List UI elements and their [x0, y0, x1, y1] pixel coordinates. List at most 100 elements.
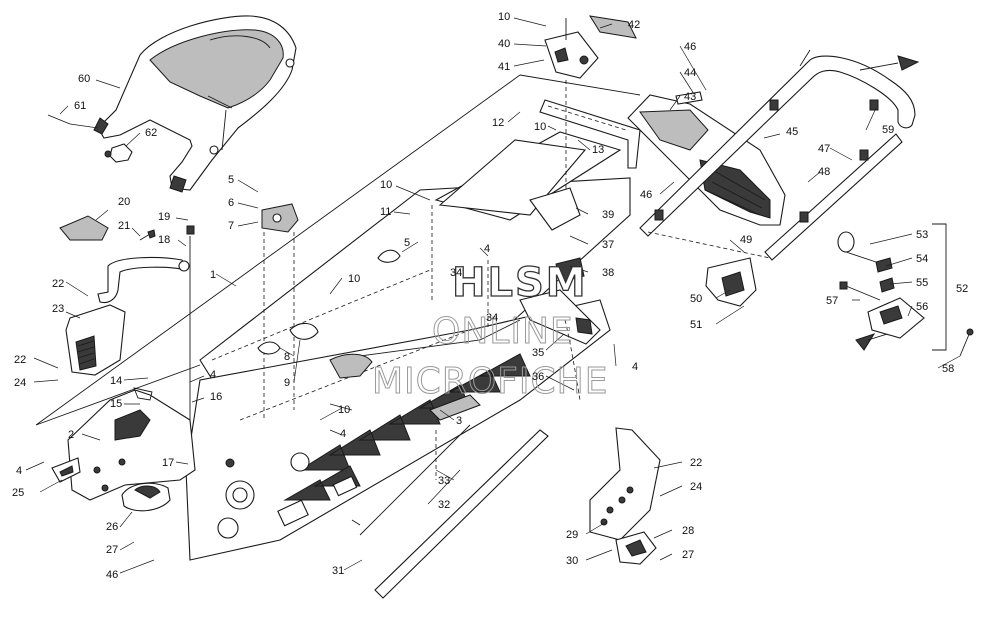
callout-c58[interactable]: 58	[942, 363, 954, 375]
callout-c16[interactable]: 16	[210, 391, 222, 403]
decal-44[interactable]	[675, 91, 703, 105]
light-42[interactable]	[588, 15, 637, 39]
callout-c8[interactable]: 8	[284, 351, 290, 363]
rod-32[interactable]	[374, 429, 549, 599]
callout-c46a[interactable]: 46	[106, 569, 118, 581]
callout-c42[interactable]: 42	[628, 19, 640, 31]
seat-nut-62[interactable]	[104, 143, 133, 163]
callout-c5a[interactable]: 5	[228, 174, 234, 186]
rod-31-rail[interactable]	[351, 424, 471, 536]
callout-c4d[interactable]: 4	[484, 243, 490, 255]
heat-guard-23[interactable]	[65, 304, 126, 376]
grommet-9[interactable]	[289, 322, 319, 340]
callout-c33[interactable]: 33	[438, 475, 450, 487]
handle-18[interactable]	[97, 257, 190, 304]
callout-c29[interactable]: 29	[566, 529, 578, 541]
callout-c21[interactable]: 21	[118, 220, 130, 232]
callout-c60[interactable]: 60	[78, 73, 90, 85]
callout-c43[interactable]: 43	[684, 91, 696, 103]
callout-c6[interactable]: 6	[228, 197, 234, 209]
callout-c49[interactable]: 49	[740, 234, 752, 246]
seat-part[interactable]	[93, 15, 297, 193]
callout-c32[interactable]: 32	[438, 499, 450, 511]
bolt-19[interactable]	[186, 225, 195, 420]
grommet-5[interactable]	[377, 249, 401, 263]
callout-c51[interactable]: 51	[690, 319, 702, 331]
callout-c22c[interactable]: 22	[690, 457, 702, 469]
callout-c27a[interactable]: 27	[106, 544, 118, 556]
bolt-58[interactable]	[959, 328, 974, 357]
callout-c55[interactable]: 55	[916, 277, 928, 289]
hitch-pin-53[interactable]	[837, 231, 883, 265]
callout-c15[interactable]: 15	[110, 398, 122, 410]
callout-c24b[interactable]: 24	[690, 481, 702, 493]
bolt-21[interactable]	[139, 229, 156, 241]
callout-c19[interactable]: 19	[158, 211, 170, 223]
clip-54[interactable]	[875, 257, 893, 273]
callout-c17[interactable]: 17	[162, 457, 174, 469]
callout-c53[interactable]: 53	[916, 229, 928, 241]
callout-c10d[interactable]: 10	[498, 11, 510, 23]
callout-c30[interactable]: 30	[566, 555, 578, 567]
callout-c5b[interactable]: 5	[404, 237, 410, 249]
bracket-25[interactable]	[51, 457, 81, 483]
callout-c59[interactable]: 59	[882, 124, 894, 136]
callout-c44[interactable]: 44	[684, 67, 696, 79]
taillight-housing-45[interactable]	[627, 94, 786, 226]
callout-c2[interactable]: 2	[68, 429, 74, 441]
callout-c10b[interactable]: 10	[338, 404, 350, 416]
bracket-7[interactable]	[261, 203, 299, 420]
callout-c24a[interactable]: 24	[14, 377, 26, 389]
callout-c13[interactable]: 13	[592, 144, 604, 156]
seat-fastener-61[interactable]	[47, 114, 99, 129]
pad-20[interactable]	[59, 215, 109, 241]
callout-c7[interactable]: 7	[228, 220, 234, 232]
callout-c62[interactable]: 62	[145, 127, 157, 139]
front-bulkhead-2[interactable]	[67, 387, 196, 501]
callout-c36[interactable]: 36	[532, 371, 544, 383]
bracket-40[interactable]	[544, 31, 599, 79]
tunnel-chassis-part[interactable]	[35, 74, 641, 561]
callout-c20[interactable]: 20	[118, 196, 130, 208]
footrest-plate-right[interactable]	[589, 427, 661, 541]
callout-c52[interactable]: 52	[956, 283, 968, 295]
callout-c14[interactable]: 14	[110, 375, 122, 387]
callout-c25[interactable]: 25	[12, 487, 24, 499]
hitch-plate-56[interactable]	[867, 297, 925, 339]
callout-c4c[interactable]: 4	[340, 428, 346, 440]
callout-c18[interactable]: 18	[158, 234, 170, 246]
callout-c10a[interactable]: 10	[348, 273, 360, 285]
bracket-37-38[interactable]	[529, 187, 585, 283]
callout-c4b[interactable]: 4	[16, 465, 22, 477]
callout-c41[interactable]: 41	[498, 61, 510, 73]
hitch-bracket-50[interactable]	[705, 257, 757, 307]
callout-c10c[interactable]: 10	[380, 179, 392, 191]
callout-c22a[interactable]: 22	[52, 278, 64, 290]
callout-c54[interactable]: 54	[916, 253, 928, 265]
callout-c9[interactable]: 9	[284, 377, 290, 389]
callout-c38[interactable]: 38	[602, 267, 614, 279]
callout-c57[interactable]: 57	[826, 295, 838, 307]
callout-c4a[interactable]: 4	[210, 369, 216, 381]
callout-c61[interactable]: 61	[74, 100, 86, 112]
part-3[interactable]	[429, 394, 481, 421]
callout-c26[interactable]: 26	[106, 521, 118, 533]
callout-c56[interactable]: 56	[916, 301, 928, 313]
callout-c50[interactable]: 50	[690, 293, 702, 305]
callout-c46b[interactable]: 46	[684, 41, 696, 53]
callout-c48[interactable]: 48	[818, 166, 830, 178]
callout-c34a[interactable]: 34	[450, 267, 462, 279]
plate-26[interactable]	[121, 482, 171, 512]
callout-c4e[interactable]: 4	[632, 361, 638, 373]
callout-c3[interactable]: 3	[456, 415, 462, 427]
callout-c40[interactable]: 40	[498, 38, 510, 50]
callout-c1[interactable]: 1	[210, 269, 216, 281]
callout-c11[interactable]: 11	[380, 206, 391, 218]
step-28[interactable]	[615, 531, 657, 565]
callout-c47[interactable]: 47	[818, 143, 830, 155]
callout-c45[interactable]: 45	[786, 126, 798, 138]
callout-c23[interactable]: 23	[52, 303, 64, 315]
rail-35[interactable]	[519, 289, 601, 345]
callout-c22b[interactable]: 22	[14, 354, 26, 366]
chain-36[interactable]	[564, 319, 581, 401]
